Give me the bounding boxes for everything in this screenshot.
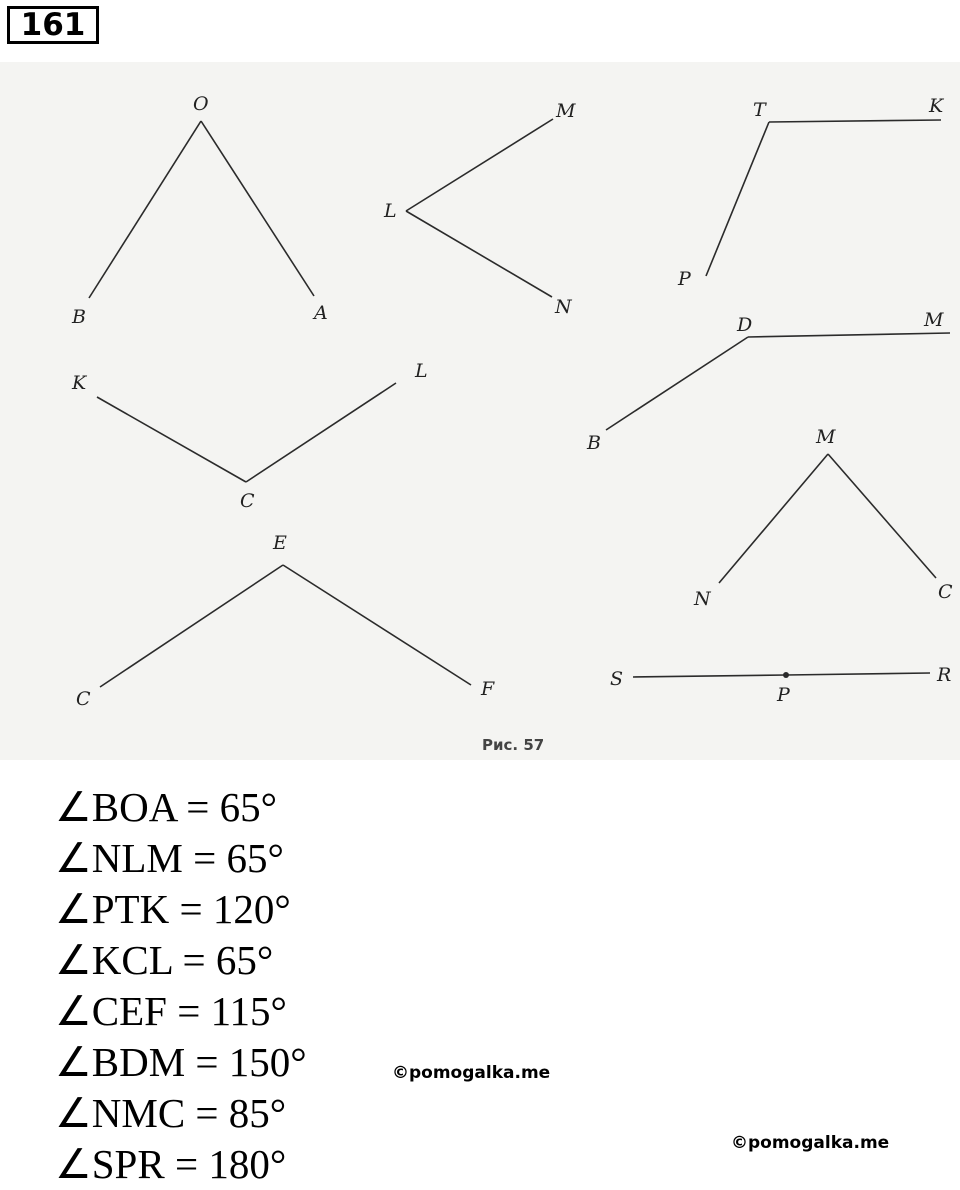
- answer-cef: ∠CEF = 115°: [55, 988, 287, 1034]
- ray-mc: [827, 453, 937, 579]
- label-e: E: [272, 532, 287, 554]
- geometry-figure: O B A M L N T K P K L C D M B M N: [71, 93, 953, 754]
- ray-dm: [747, 332, 951, 338]
- ray-ck: [96, 396, 247, 483]
- answer-ptk: ∠PTK = 120°: [55, 886, 291, 932]
- label-o: O: [193, 93, 209, 115]
- answer-bdm: ∠BDM = 150°: [55, 1039, 307, 1085]
- label-f: F: [480, 678, 495, 700]
- ray-mn: [718, 453, 829, 584]
- answer-boa: ∠BOA = 65°: [55, 784, 278, 830]
- label-d: D: [736, 314, 752, 336]
- answer-spr: ∠SPR = 180°: [55, 1141, 287, 1187]
- ray-lm: [405, 118, 554, 212]
- label-m: M: [555, 100, 576, 122]
- answer-nlm: ∠NLM = 65°: [55, 835, 284, 881]
- label-l: L: [383, 200, 397, 222]
- ray-tp: [705, 121, 770, 277]
- label-p: P: [677, 268, 692, 290]
- point-p: [783, 672, 789, 678]
- watermark: ©pomogalka.me: [392, 1063, 551, 1083]
- label-k: K: [928, 95, 945, 117]
- angle-boa: O B A: [71, 93, 328, 328]
- ray-ln: [405, 210, 553, 298]
- label-b: B: [71, 306, 86, 328]
- task-number: 161: [7, 6, 99, 44]
- label-n2: N: [693, 588, 712, 610]
- label-r: R: [936, 664, 951, 686]
- ray-oa: [200, 120, 315, 297]
- label-m3: M: [815, 426, 836, 448]
- answer-nmc: ∠NMC = 85°: [55, 1090, 287, 1136]
- ray-ob: [88, 120, 202, 299]
- ray-db: [605, 336, 749, 431]
- angle-ptk: T K P: [677, 95, 945, 290]
- answer-kcl: ∠KCL = 65°: [55, 937, 274, 983]
- ray-tk: [768, 119, 942, 123]
- angle-spr: S R P: [610, 664, 951, 706]
- angle-nmc: M N C: [693, 426, 953, 610]
- ray-ec: [99, 564, 284, 688]
- ray-cl: [245, 382, 397, 483]
- angle-cef: E C F: [76, 532, 495, 710]
- watermark: ©pomogalka.me: [731, 1133, 890, 1153]
- label-c3: C: [76, 688, 91, 710]
- angle-bdm: D M B: [586, 309, 951, 454]
- label-c2: C: [938, 581, 953, 603]
- label-m2: M: [923, 309, 944, 331]
- answer-list: ∠BOA = 65° ∠NLM = 65° ∠PTK = 120° ∠KCL =…: [55, 782, 307, 1190]
- label-n: N: [554, 296, 573, 318]
- label-b2: B: [586, 432, 601, 454]
- angle-kcl: K L C: [71, 360, 428, 512]
- label-k2: K: [71, 372, 88, 394]
- label-l2: L: [414, 360, 428, 382]
- label-a: A: [312, 302, 328, 324]
- label-s: S: [610, 668, 623, 690]
- label-p2: P: [776, 684, 791, 706]
- label-t: T: [753, 99, 767, 121]
- ray-ps: [632, 674, 787, 678]
- figure-panel: [0, 62, 960, 760]
- label-c: C: [240, 490, 255, 512]
- angle-nlm: M L N: [383, 100, 576, 318]
- ray-ef: [282, 564, 472, 686]
- figure-caption: Рис. 57: [482, 736, 544, 754]
- ray-pr: [785, 672, 931, 676]
